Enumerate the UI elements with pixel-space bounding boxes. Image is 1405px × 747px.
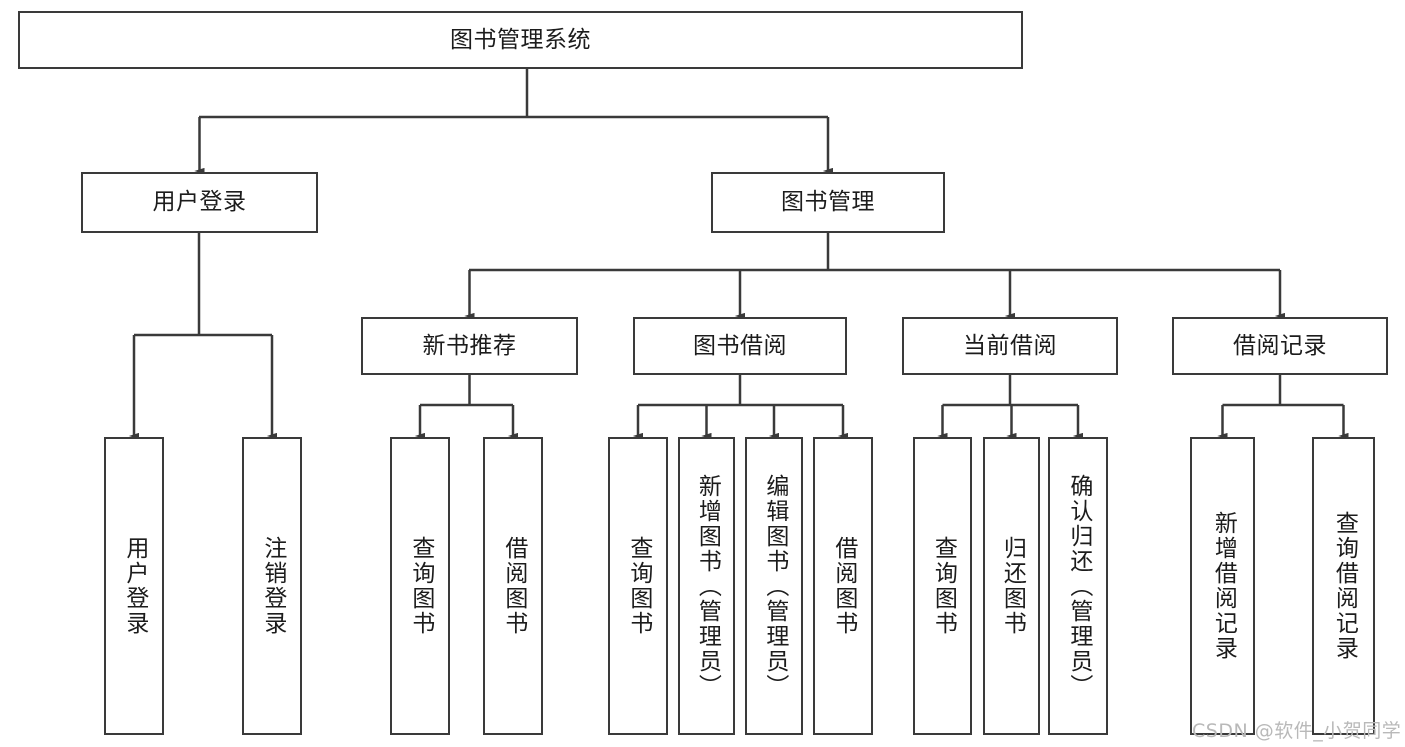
leaf-node-label: 查询图书 (407, 536, 434, 636)
leaf-node[interactable]: 查询图书 (390, 437, 450, 735)
leaf-node-label: 查询图书 (625, 536, 652, 636)
leaf-node-label: 借阅图书 (500, 536, 527, 636)
leaf-node[interactable]: 借阅图书 (813, 437, 873, 735)
leaf-node-label: 查询借阅记录 (1331, 511, 1358, 661)
watermark: CSDN @软件_小贺同学 (1192, 720, 1402, 742)
node-root[interactable]: 图书管理系统 (18, 11, 1023, 69)
node-current-borrow[interactable]: 当前借阅 (902, 317, 1118, 375)
node-new-book-recommend[interactable]: 新书推荐 (361, 317, 578, 375)
leaf-node[interactable]: 查询图书 (913, 437, 972, 735)
leaf-node[interactable]: 编辑图书（管理员） (745, 437, 803, 735)
node-book-management-label: 图书管理 (781, 189, 875, 216)
leaf-node[interactable]: 注销登录 (242, 437, 302, 735)
node-borrow-record-label: 借阅记录 (1233, 332, 1327, 359)
leaf-node-label: 借阅图书 (830, 536, 857, 636)
leaf-node-label: 查询图书 (930, 536, 957, 636)
leaf-node-label: 确认归还（管理员） (1065, 473, 1092, 699)
leaf-node-label: 新增借阅记录 (1210, 511, 1237, 661)
leaf-node[interactable]: 新增图书（管理员） (678, 437, 735, 735)
leaf-node-label: 用户登录 (121, 536, 148, 636)
node-user-login-label: 用户登录 (152, 189, 247, 216)
node-current-borrow-label: 当前借阅 (963, 332, 1057, 359)
leaf-node[interactable]: 归还图书 (983, 437, 1040, 735)
node-book-borrow-label: 图书借阅 (693, 332, 787, 359)
leaf-node-label: 编辑图书（管理员） (761, 473, 788, 699)
node-borrow-record[interactable]: 借阅记录 (1172, 317, 1388, 375)
leaf-node[interactable]: 借阅图书 (483, 437, 543, 735)
leaf-node[interactable]: 确认归还（管理员） (1048, 437, 1108, 735)
node-root-label: 图书管理系统 (450, 26, 591, 53)
leaf-node[interactable]: 新增借阅记录 (1190, 437, 1255, 735)
leaf-node-label: 注销登录 (259, 536, 286, 636)
leaf-node-label: 新增图书（管理员） (694, 473, 721, 699)
node-new-book-recommend-label: 新书推荐 (422, 332, 517, 359)
leaf-node[interactable]: 查询图书 (608, 437, 668, 735)
node-book-borrow[interactable]: 图书借阅 (633, 317, 847, 375)
node-book-management[interactable]: 图书管理 (711, 172, 945, 233)
leaf-node[interactable]: 查询借阅记录 (1312, 437, 1375, 735)
leaf-node-label: 归还图书 (999, 536, 1026, 636)
node-user-login[interactable]: 用户登录 (81, 172, 318, 233)
leaf-node[interactable]: 用户登录 (104, 437, 164, 735)
